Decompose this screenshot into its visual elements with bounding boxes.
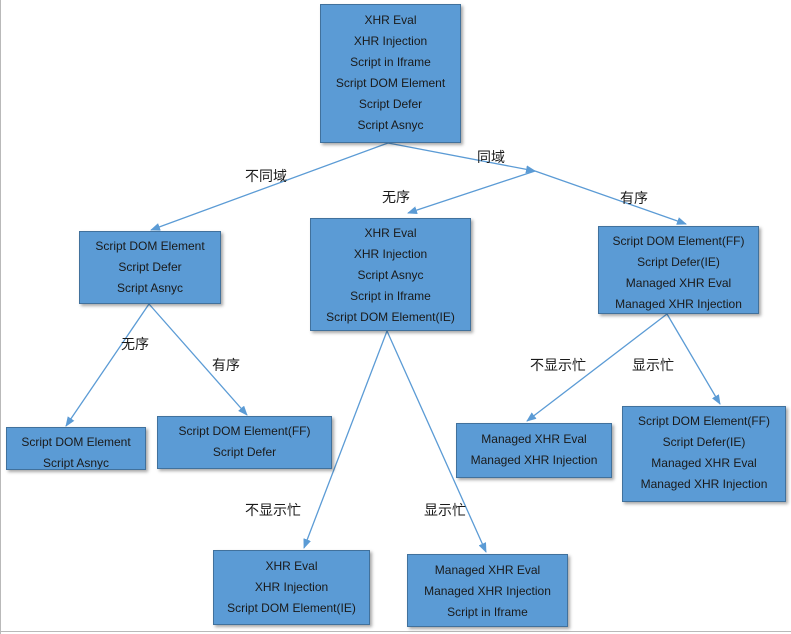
node-line: XHR Eval <box>265 559 318 573</box>
edge-cross-to-ordered <box>148 303 248 416</box>
label-same-ordered-nobusy: 不显示忙 <box>530 357 586 373</box>
edge-junction-to-same-ordered <box>534 170 687 225</box>
label-same-unordered-nobusy: 不显示忙 <box>245 502 301 518</box>
edge-root-to-same-domain-junction <box>387 142 536 174</box>
node-same-ordered-busy: Script DOM Element(FF) Script Defer(IE) Ma… <box>622 406 786 502</box>
node-line: Managed XHR Eval <box>481 432 587 446</box>
label-same-ordered-busy: 显示忙 <box>632 357 674 373</box>
node-line: Managed XHR Eval <box>434 563 541 577</box>
node-line: Script in Iframe <box>350 55 431 69</box>
edge-same-unordered-to-busy <box>386 330 487 553</box>
node-line: Script DOM Element <box>21 435 131 449</box>
edge-same-ordered-to-busy <box>666 313 721 405</box>
node-line: Script in Iframe <box>350 289 431 303</box>
node-line: XHR Eval <box>364 13 417 27</box>
node-line: Managed XHR Eval <box>625 276 732 290</box>
node-line: XHR Injection <box>353 34 428 48</box>
node-line: Script Asnyc <box>116 281 184 295</box>
node-line: Managed XHR Injection <box>615 297 742 311</box>
node-line: Script in Iframe <box>447 605 528 619</box>
node-line: Script Defer <box>212 445 277 459</box>
edge-same-unordered-to-nobusy <box>303 330 388 549</box>
node-line: XHR Injection <box>353 247 428 261</box>
label-same-unordered-busy: 显示忙 <box>424 502 466 518</box>
node-line: Script Asnyc <box>357 118 424 132</box>
edge-same-ordered-to-nobusy <box>526 313 668 422</box>
bottom-border-line <box>0 631 791 632</box>
node-line: XHR Injection <box>254 580 329 594</box>
edge-junction-to-same-unordered <box>407 170 536 214</box>
node-line: Managed XHR Injection <box>470 453 598 467</box>
node-line: Script DOM Element <box>95 239 205 253</box>
label-same-domain: 同域 <box>477 149 505 165</box>
left-border-line <box>0 0 1 634</box>
edge-cross-to-unordered <box>65 303 150 427</box>
node-same-ordered: Script DOM Element(FF) Script Defer(IE) Ma… <box>598 226 759 314</box>
label-same-unordered: 无序 <box>382 189 410 205</box>
node-line: Script DOM Element(IE) <box>227 601 356 615</box>
edge-root-to-cross-domain <box>150 142 389 231</box>
label-cross-domain: 不同域 <box>245 168 287 184</box>
label-cross-ordered: 有序 <box>212 357 240 373</box>
node-line: Script Asnyc <box>42 456 110 470</box>
label-cross-unordered: 无序 <box>121 336 149 352</box>
node-line: Managed XHR Eval <box>651 456 757 470</box>
node-line: Script Asnyc <box>357 268 424 282</box>
node-line: Script DOM Element(FF) <box>612 234 745 248</box>
node-line: Script DOM Element <box>335 76 446 90</box>
node-line: Script DOM Element(FF) <box>637 414 770 428</box>
node-line: XHR Eval <box>364 226 417 240</box>
node-line: Script Defer <box>118 260 182 274</box>
node-line: Script DOM Element(IE) <box>326 310 455 324</box>
node-line: Script DOM Element(FF) <box>178 424 311 438</box>
node-line: Script Defer(IE) <box>662 435 746 449</box>
node-line: Managed XHR Injection <box>424 584 551 598</box>
label-same-ordered: 有序 <box>620 190 648 206</box>
node-line: Script Defer <box>358 97 423 111</box>
node-line: Script Defer(IE) <box>637 255 720 269</box>
node-cross-ordered: Script DOM Element(FF) Script Defer <box>157 416 332 469</box>
node-line: Managed XHR Injection <box>640 477 768 491</box>
